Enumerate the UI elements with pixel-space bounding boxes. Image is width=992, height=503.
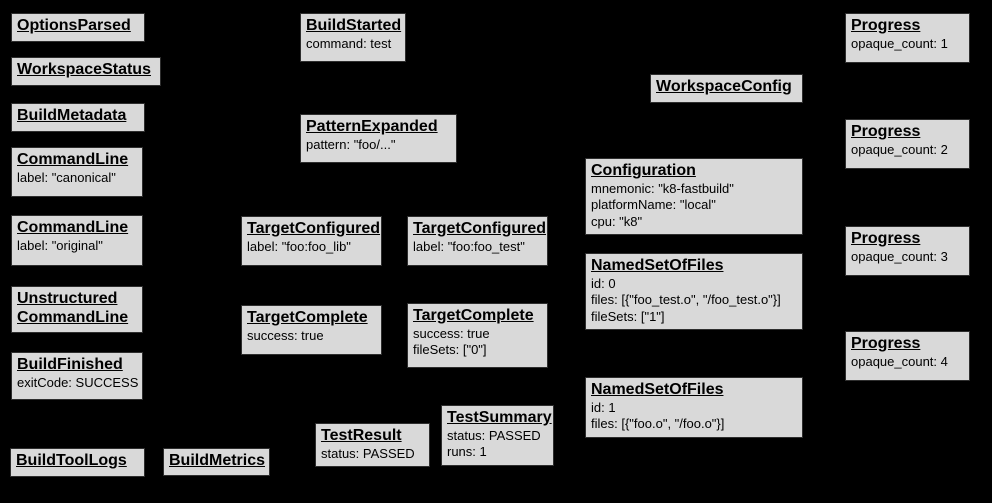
- event-field: opaque_count: 2: [851, 141, 948, 157]
- event-title: TargetConfigured: [413, 220, 547, 237]
- event-field: cpu: "k8": [591, 213, 643, 229]
- event-field: opaque_count: 4: [851, 353, 948, 369]
- event-field: fileSets: ["1"]: [591, 308, 665, 324]
- event-field: label: "original": [17, 237, 103, 253]
- event-title: BuildStarted: [306, 17, 402, 34]
- event-field: runs: 1: [447, 444, 487, 460]
- event-title: TestSummary: [447, 409, 552, 426]
- event-field: success: true: [413, 325, 490, 341]
- event-title: CommandLine: [17, 308, 129, 326]
- event-field: fileSets: ["0"]: [413, 342, 487, 358]
- event-field: mnemonic: "k8-fastbuild": [591, 180, 734, 196]
- event-box-workspace-status: WorkspaceStatus: [11, 57, 161, 86]
- event-field: platformName: "local": [591, 197, 716, 213]
- event-field: pattern: "foo/...": [306, 136, 396, 152]
- event-field: files: [{"foo_test.o", "/foo_test.o"}]: [591, 292, 781, 308]
- event-field: label: "canonical": [17, 169, 116, 185]
- event-title: Progress: [851, 17, 921, 34]
- event-field: label: "foo:foo_lib": [247, 238, 351, 254]
- event-title: Unstructured: [17, 290, 118, 307]
- event-title: Configuration: [591, 162, 696, 179]
- event-title: CommandLine: [17, 151, 129, 168]
- event-title: BuildToolLogs: [16, 452, 127, 469]
- event-box-build-metrics: BuildMetrics: [163, 448, 270, 476]
- event-title: BuildFinished: [17, 356, 123, 373]
- event-title: BuildMetadata: [17, 107, 127, 124]
- event-title: Progress: [851, 123, 921, 140]
- event-field: files: [{"foo.o", "/foo.o"}]: [591, 416, 725, 432]
- event-field: id: 1: [591, 399, 616, 415]
- event-box-options-parsed: OptionsParsed: [11, 13, 145, 42]
- event-field: exitCode: SUCCESS: [17, 374, 139, 390]
- event-title: Progress: [851, 335, 921, 352]
- event-title: NamedSetOfFiles: [591, 381, 724, 398]
- event-title: WorkspaceStatus: [17, 61, 151, 78]
- event-field: command: test: [306, 35, 392, 51]
- event-field: opaque_count: 3: [851, 248, 948, 264]
- event-title: TargetComplete: [247, 309, 368, 326]
- event-title: PatternExpanded: [306, 118, 438, 135]
- event-title: NamedSetOfFiles: [591, 257, 724, 274]
- event-title: TargetConfigured: [247, 220, 381, 237]
- event-box-build-metadata: BuildMetadata: [11, 103, 145, 132]
- event-field: status: PASSED: [321, 445, 415, 461]
- event-field: id: 0: [591, 275, 616, 291]
- event-title: TestResult: [321, 427, 402, 444]
- event-title: OptionsParsed: [17, 17, 131, 34]
- event-field: status: PASSED: [447, 427, 541, 443]
- event-title: BuildMetrics: [169, 452, 266, 469]
- event-title: Progress: [851, 230, 921, 247]
- event-field: label: "foo:foo_test": [413, 238, 525, 254]
- event-title: TargetComplete: [413, 307, 534, 324]
- event-box-workspace-config: WorkspaceConfig: [650, 74, 803, 103]
- event-title: WorkspaceConfig: [656, 78, 792, 95]
- event-field: opaque_count: 1: [851, 35, 948, 51]
- event-box-build-tool-logs: BuildToolLogs: [10, 448, 145, 477]
- event-title: CommandLine: [17, 219, 129, 236]
- event-field: success: true: [247, 327, 324, 343]
